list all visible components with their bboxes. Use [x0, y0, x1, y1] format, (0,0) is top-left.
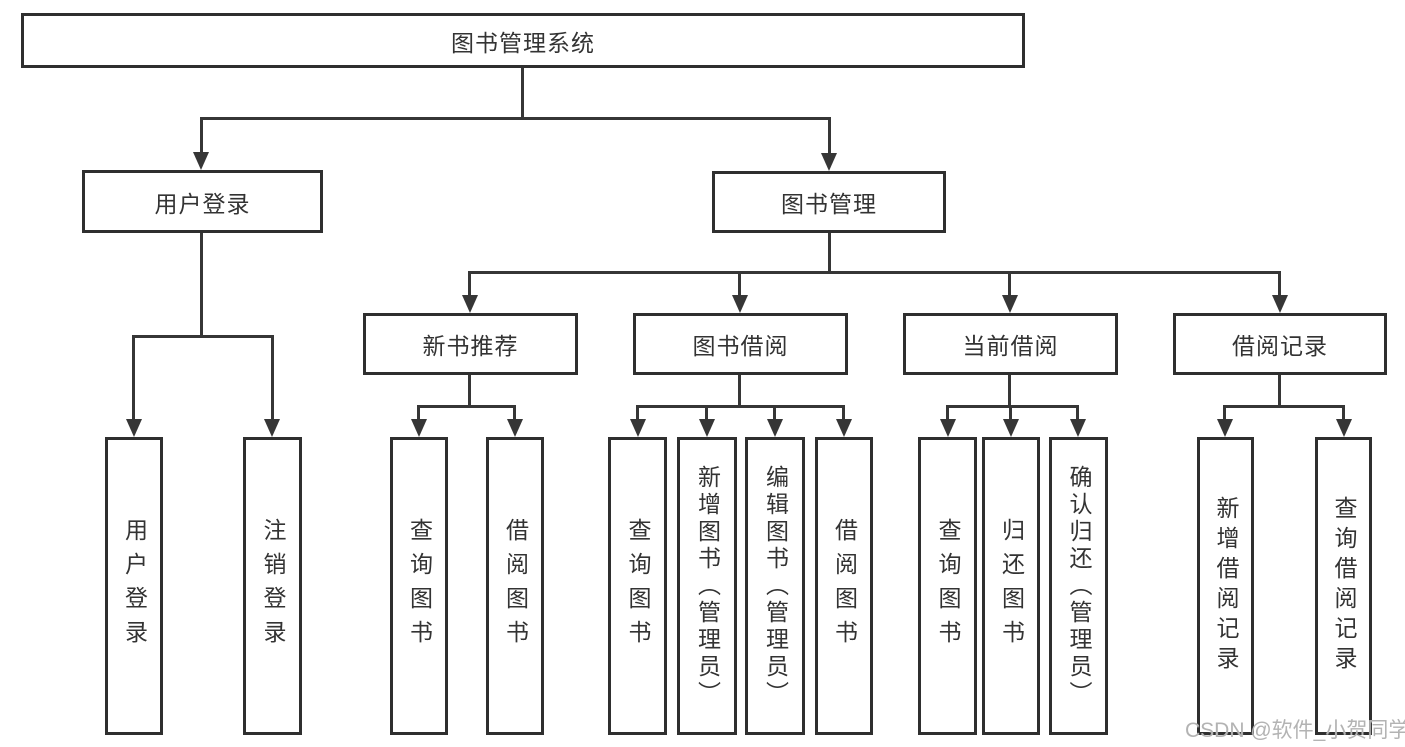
connector-line [468, 271, 1281, 274]
leaf-label: 用户登录 [121, 518, 148, 654]
leaf-borrow-books-recommend: 借阅图书 [486, 437, 544, 735]
connector-line [946, 405, 1079, 408]
node-root-label: 图书管理系统 [451, 29, 595, 56]
connector-line [842, 405, 845, 421]
leaf-query-books-current: 查询图书 [918, 437, 977, 735]
arrowhead-down-icon [1003, 419, 1019, 437]
node-current-borrow: 当前借阅 [903, 313, 1118, 375]
connector-line [200, 233, 203, 338]
connector-line [1076, 405, 1079, 421]
arrowhead-down-icon [193, 152, 209, 170]
connector-line [828, 117, 831, 155]
connector-line [636, 405, 845, 408]
node-book-borrow: 图书借阅 [633, 313, 848, 375]
arrowhead-down-icon [940, 419, 956, 437]
connector-line [1223, 405, 1226, 421]
node-book-management: 图书管理 [712, 171, 946, 233]
node-label: 当前借阅 [962, 333, 1059, 359]
arrowhead-down-icon [836, 419, 852, 437]
leaf-logout-login: 注销登录 [243, 437, 302, 735]
node-label: 用户登录 [154, 190, 251, 217]
connector-line [1008, 375, 1011, 408]
arrowhead-down-icon [821, 153, 837, 171]
leaf-borrow-books: 借阅图书 [815, 437, 873, 735]
leaf-user-login: 用户登录 [105, 437, 163, 735]
leaf-label: 编辑图书（管理员） [762, 464, 789, 708]
arrowhead-down-icon [1070, 419, 1086, 437]
watermark: CSDN @软件_小贺同学 [1185, 719, 1405, 742]
connector-line [828, 233, 831, 274]
connector-line [468, 375, 471, 408]
node-label: 借阅记录 [1232, 333, 1328, 359]
leaf-label: 借阅图书 [502, 518, 529, 654]
connector-line [1008, 271, 1011, 299]
leaf-add-borrow-record: 新增借阅记录 [1197, 437, 1254, 735]
connector-line [132, 335, 273, 338]
leaf-label: 确认归还（管理员） [1066, 464, 1092, 708]
leaf-add-books-admin: 新增图书（管理员） [677, 437, 737, 735]
connector-line [521, 68, 524, 120]
connector-line [738, 375, 741, 408]
leaf-label: 新增图书（管理员） [694, 464, 721, 708]
connector-line [1278, 271, 1281, 299]
arrowhead-down-icon [767, 419, 783, 437]
connector-line [636, 405, 639, 421]
connector-line [738, 271, 741, 299]
connector-line [773, 405, 776, 421]
arrowhead-down-icon [126, 419, 142, 437]
connector-line [417, 405, 516, 408]
arrowhead-down-icon [411, 419, 427, 437]
connector-line [132, 335, 135, 421]
connector-line [271, 335, 274, 421]
node-new-book-recommend: 新书推荐 [363, 313, 578, 375]
node-borrow-records: 借阅记录 [1173, 313, 1387, 375]
leaf-label: 新增借阅记录 [1213, 496, 1239, 676]
leaf-edit-books-admin: 编辑图书（管理员） [745, 437, 805, 735]
leaf-label: 查询图书 [625, 518, 651, 654]
leaf-label: 注销登录 [260, 518, 286, 654]
arrowhead-down-icon [732, 295, 748, 313]
connector-line [200, 117, 831, 120]
arrowhead-down-icon [699, 419, 715, 437]
arrowhead-down-icon [1336, 419, 1352, 437]
node-user-login: 用户登录 [82, 170, 323, 233]
leaf-return-books: 归还图书 [982, 437, 1040, 735]
connector-line [468, 271, 471, 299]
leaf-confirm-return-admin: 确认归还（管理员） [1049, 437, 1108, 735]
connector-line [1342, 405, 1345, 421]
connector-line [200, 117, 203, 155]
arrowhead-down-icon [264, 419, 280, 437]
leaf-label: 借阅图书 [831, 518, 858, 654]
leaf-query-borrow-record: 查询借阅记录 [1315, 437, 1372, 735]
connector-line [513, 405, 516, 421]
connector-line [1009, 405, 1012, 421]
leaf-label: 查询图书 [935, 518, 961, 654]
arrowhead-down-icon [1272, 295, 1288, 313]
node-label: 图书管理 [781, 191, 877, 217]
connector-line [705, 405, 708, 421]
leaf-label: 查询借阅记录 [1331, 496, 1357, 676]
node-label: 新书推荐 [422, 333, 519, 359]
arrowhead-down-icon [630, 419, 646, 437]
leaf-query-books-recommend: 查询图书 [390, 437, 448, 735]
connector-line [1223, 405, 1344, 408]
arrowhead-down-icon [1002, 295, 1018, 313]
arrowhead-down-icon [1217, 419, 1233, 437]
leaf-query-books-borrow: 查询图书 [608, 437, 667, 735]
connector-line [946, 405, 949, 421]
arrowhead-down-icon [507, 419, 523, 437]
connector-line [1278, 375, 1281, 408]
arrowhead-down-icon [462, 295, 478, 313]
connector-line [417, 405, 420, 421]
leaf-label: 查询图书 [406, 518, 433, 654]
node-root: 图书管理系统 [21, 13, 1025, 68]
node-label: 图书借阅 [692, 333, 789, 359]
leaf-label: 归还图书 [998, 518, 1025, 654]
